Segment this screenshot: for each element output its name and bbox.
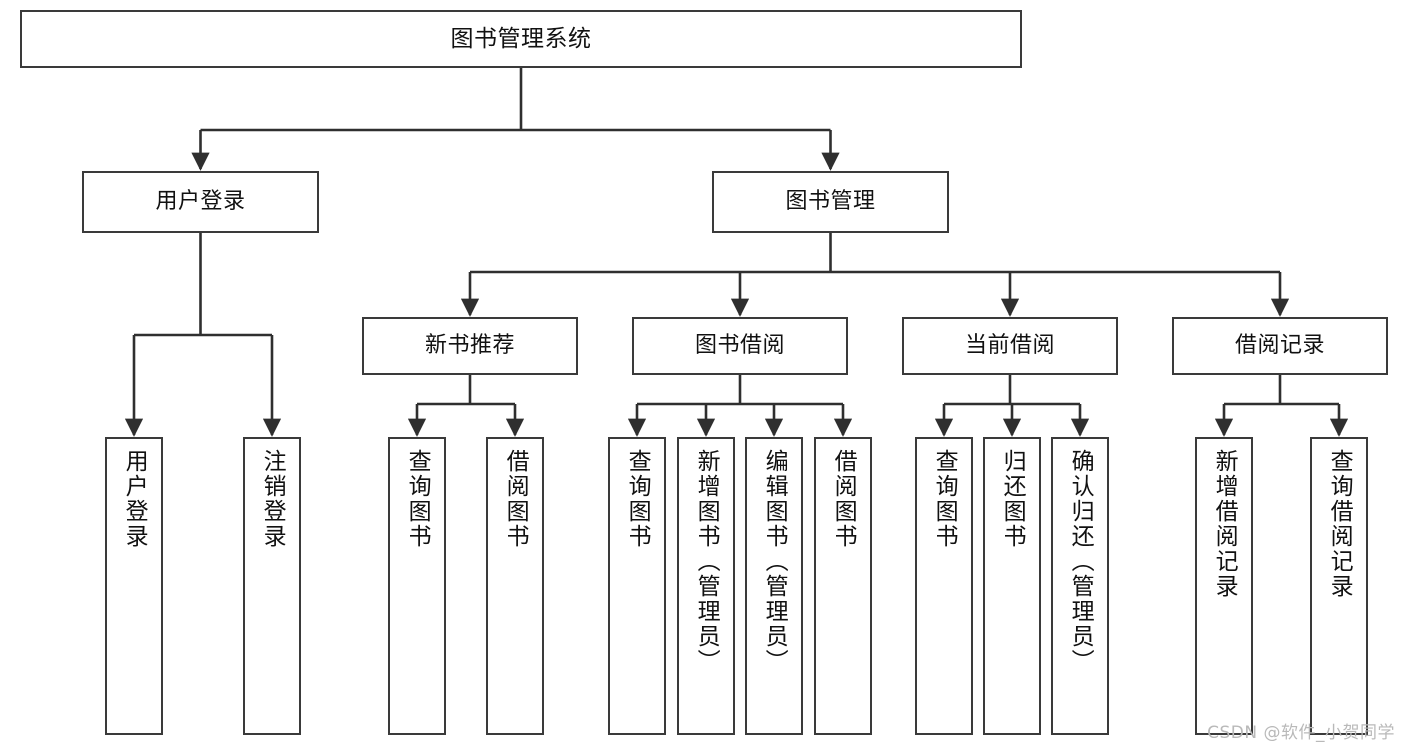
node-label-new-book-rec: 新书推荐: [424, 332, 515, 358]
node-leaf-query-book-3[interactable]: 查询图书: [915, 437, 973, 735]
node-new-book-rec[interactable]: 新书推荐: [362, 317, 578, 375]
node-label-leaf-edit-book: 编辑图书（管理员）: [761, 449, 788, 674]
node-book-manage[interactable]: 图书管理: [712, 171, 949, 233]
node-label-leaf-query-book-2: 查询图书: [624, 449, 651, 549]
node-label-root: 图书管理系统: [450, 25, 592, 52]
node-leaf-logout[interactable]: 注销登录: [243, 437, 301, 735]
node-label-leaf-query-record: 查询借阅记录: [1326, 449, 1353, 599]
node-leaf-query-book-1[interactable]: 查询图书: [388, 437, 446, 735]
node-leaf-edit-book[interactable]: 编辑图书（管理员）: [745, 437, 803, 735]
node-book-borrow[interactable]: 图书借阅: [632, 317, 848, 375]
node-leaf-borrow-book-2[interactable]: 借阅图书: [814, 437, 872, 735]
node-current-borrow[interactable]: 当前借阅: [902, 317, 1118, 375]
node-label-borrow-record: 借阅记录: [1234, 332, 1325, 358]
node-label-leaf-user-login: 用户登录: [121, 449, 148, 549]
node-leaf-borrow-book-1[interactable]: 借阅图书: [486, 437, 544, 735]
node-label-book-borrow: 图书借阅: [694, 332, 785, 358]
node-leaf-user-login[interactable]: 用户登录: [105, 437, 163, 735]
node-label-leaf-add-book: 新增图书（管理员）: [693, 449, 720, 674]
node-leaf-add-record[interactable]: 新增借阅记录: [1195, 437, 1253, 735]
node-label-leaf-borrow-book-1: 借阅图书: [502, 449, 529, 549]
node-label-current-borrow: 当前借阅: [964, 332, 1055, 358]
node-leaf-query-record[interactable]: 查询借阅记录: [1310, 437, 1368, 735]
node-label-leaf-return-book: 归还图书: [999, 449, 1026, 549]
node-leaf-add-book[interactable]: 新增图书（管理员）: [677, 437, 735, 735]
node-root[interactable]: 图书管理系统: [20, 10, 1022, 68]
node-leaf-confirm-return[interactable]: 确认归还（管理员）: [1051, 437, 1109, 735]
node-label-leaf-confirm-return: 确认归还（管理员）: [1067, 449, 1094, 674]
node-label-leaf-query-book-3: 查询图书: [931, 449, 958, 549]
node-label-book-manage: 图书管理: [785, 188, 876, 214]
node-label-leaf-add-record: 新增借阅记录: [1211, 449, 1238, 599]
node-label-leaf-query-book-1: 查询图书: [404, 449, 431, 549]
node-label-leaf-borrow-book-2: 借阅图书: [830, 449, 857, 549]
node-label-user-login: 用户登录: [155, 188, 246, 214]
node-label-leaf-logout: 注销登录: [259, 449, 286, 549]
node-leaf-query-book-2[interactable]: 查询图书: [608, 437, 666, 735]
node-user-login[interactable]: 用户登录: [82, 171, 319, 233]
node-borrow-record[interactable]: 借阅记录: [1172, 317, 1388, 375]
node-leaf-return-book[interactable]: 归还图书: [983, 437, 1041, 735]
